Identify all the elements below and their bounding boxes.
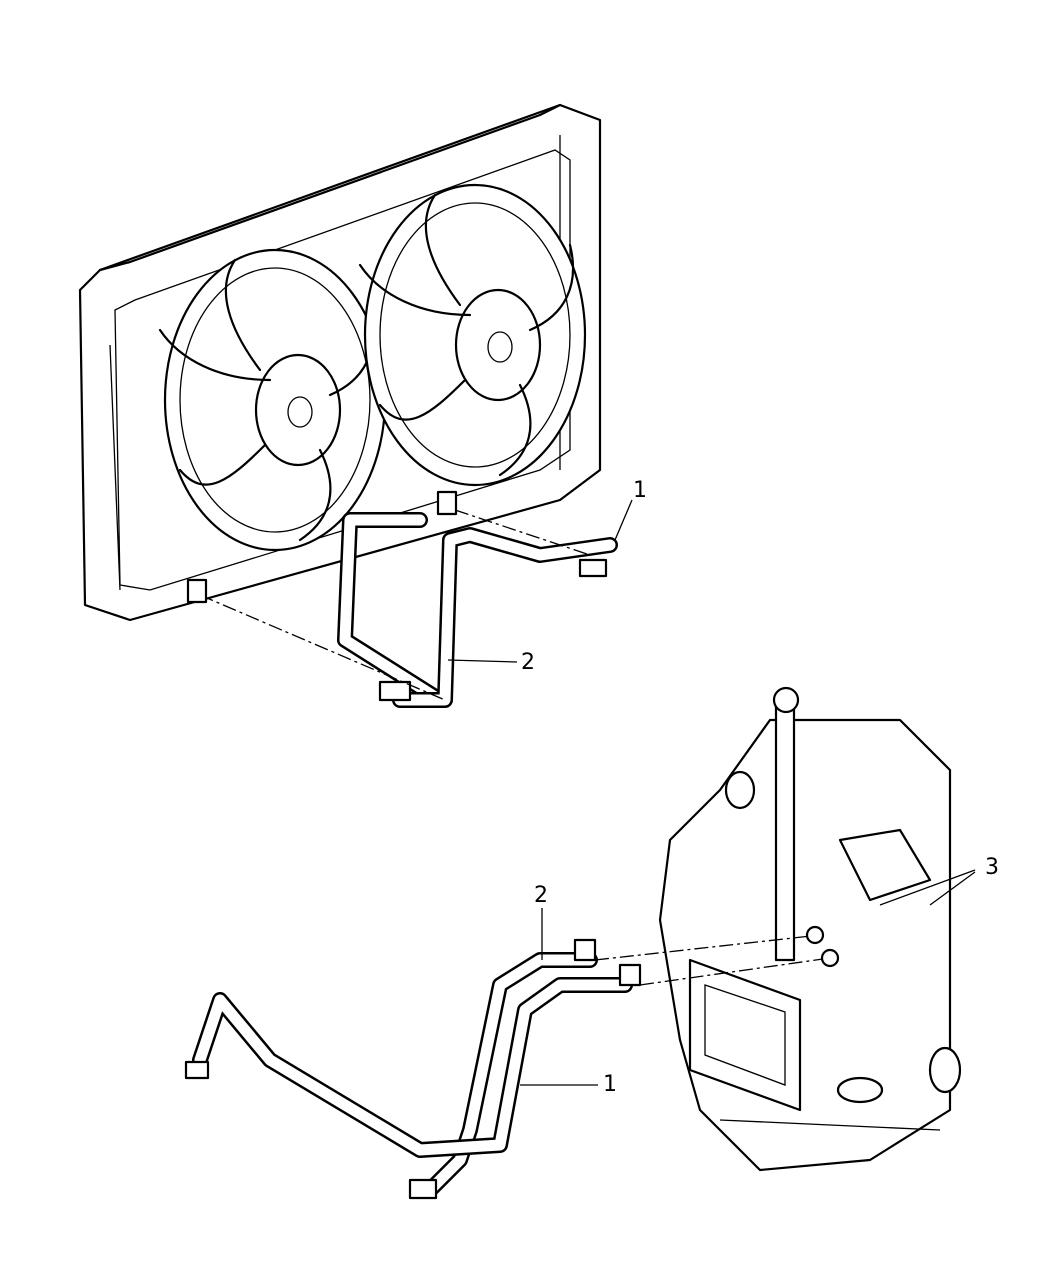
transmission-assembly — [658, 686, 962, 1172]
callout-1-lower: 1 — [603, 1072, 617, 1097]
callout-1-upper: 1 — [633, 478, 647, 503]
callout-2-upper: 2 — [521, 650, 535, 675]
cooling-fan-left — [158, 248, 387, 552]
callout-2-lower: 2 — [534, 883, 548, 908]
upper-hoses — [186, 490, 633, 708]
callout-3: 3 — [985, 855, 999, 880]
cooling-fan-right — [358, 183, 587, 487]
lower-hoses — [184, 869, 976, 1200]
